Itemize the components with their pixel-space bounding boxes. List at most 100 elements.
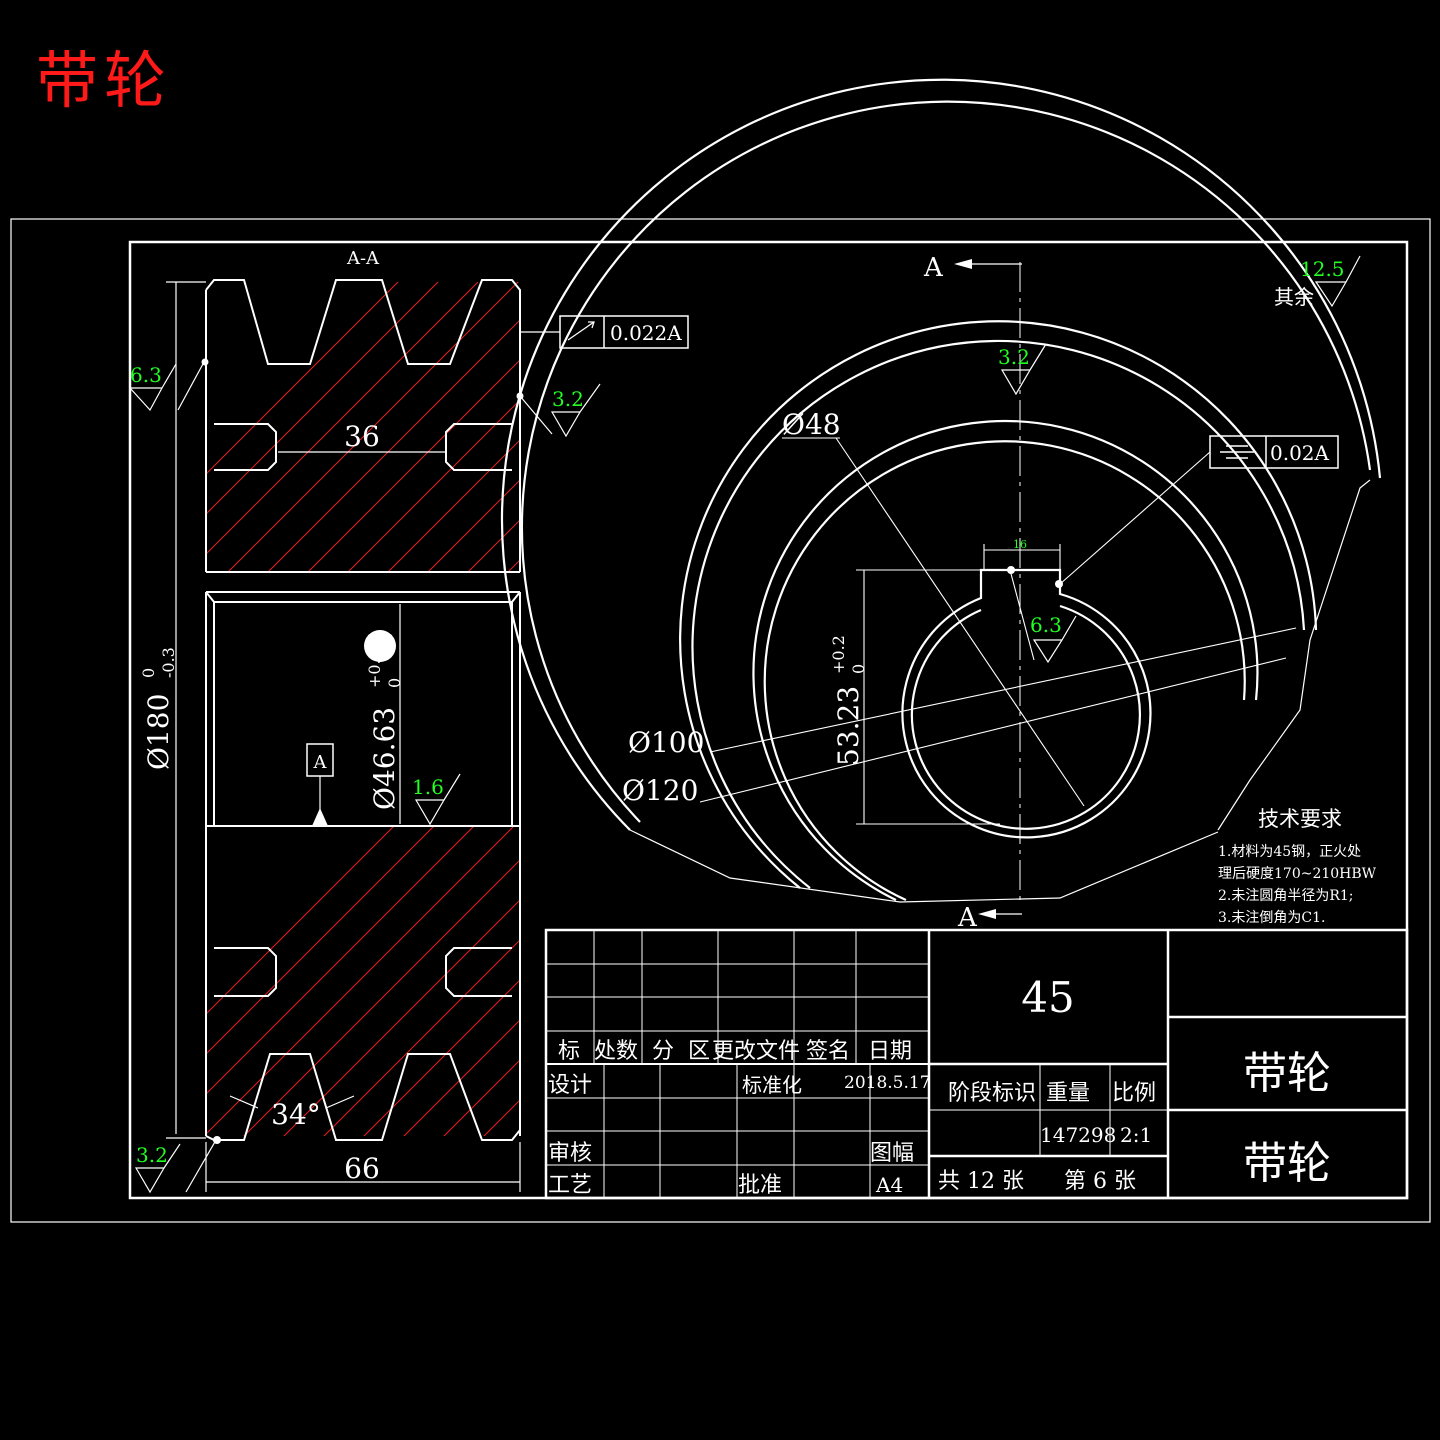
section-dims xyxy=(166,281,560,1192)
roughness-3-2-right: 3.2 xyxy=(552,387,584,411)
front-dims xyxy=(699,437,1297,825)
roughness-1-6: 1.6 xyxy=(412,775,444,799)
tech-req-item: 理后硬度170~210HBW xyxy=(1218,866,1377,882)
roughness-3-2-bottom: 3.2 xyxy=(136,1143,168,1167)
recess-bottom xyxy=(214,947,512,997)
roughness-symbol-key xyxy=(1032,615,1077,664)
dim-d48: Ø48 xyxy=(782,408,841,441)
sheet-size: A4 xyxy=(875,1173,903,1197)
weight-label: 重量 xyxy=(1046,1081,1090,1106)
dim-outer-diameter: Ø180 0 -0.3 xyxy=(139,647,178,770)
bore-outline xyxy=(205,591,521,826)
roughness-other-label: 其余 xyxy=(1274,285,1314,309)
sheet-total: 共 12 张 xyxy=(938,1169,1024,1194)
web-arc-1 xyxy=(752,419,1259,901)
bore-marker xyxy=(364,630,396,662)
scale-value: 2:1 xyxy=(1120,1123,1152,1147)
rev-header: 更改文件 xyxy=(712,1039,800,1064)
dim-keyway-depth: 53.23 +0.2 0 xyxy=(829,635,868,766)
material-value: 45 xyxy=(1021,973,1074,1022)
datum-box xyxy=(306,743,334,777)
dim-keyway-width: 16 xyxy=(1013,538,1027,551)
roughness-symbol-bore xyxy=(414,773,461,826)
sheet-number: 第 6 张 xyxy=(1064,1169,1136,1194)
front-view xyxy=(500,78,1382,902)
svg-text:Ø46.63: Ø46.63 xyxy=(368,707,401,810)
tech-req-item: 3.未注倒角为C1. xyxy=(1218,910,1325,926)
keyway-tol-lower: 0 xyxy=(849,664,868,674)
rev-header: 签名 xyxy=(806,1039,850,1064)
part-name: 带轮 xyxy=(1243,1048,1331,1099)
design-date: 2018.5.17 xyxy=(844,1073,931,1093)
roughness-symbol-right xyxy=(550,383,601,438)
outer-rim-arc-2 xyxy=(520,100,1372,823)
design-label: 设计 xyxy=(548,1073,592,1098)
roughness-symbol-top xyxy=(1000,343,1047,396)
outer-rim-arc-1 xyxy=(500,78,1382,831)
recess-top xyxy=(214,423,512,471)
datum-triangle xyxy=(312,808,328,826)
dim-bore-diameter: Ø46.63 +0.0 0 xyxy=(365,649,404,810)
break-line-bottom xyxy=(629,829,1219,903)
roughness-6-3-key: 6.3 xyxy=(1030,613,1062,637)
outer-frame xyxy=(10,218,1431,1223)
sheet-size-label: 图幅 xyxy=(870,1141,914,1166)
rev-header: 处数 xyxy=(594,1039,638,1064)
roughness-symbol-bottom xyxy=(134,1143,181,1194)
weight-value: 147298 xyxy=(1040,1123,1116,1147)
dim-d120: Ø120 xyxy=(622,774,698,807)
roughness-6-3-left: 6.3 xyxy=(130,363,162,387)
title-block xyxy=(544,928,1409,1200)
bore-keyway-outer xyxy=(901,568,1152,839)
dim-groove-angle: 34° xyxy=(271,1098,321,1131)
roughness-12-5: 12.5 xyxy=(1300,257,1345,281)
dim-groove-pitch: 36 xyxy=(344,420,380,453)
runout-value: 0.022A xyxy=(610,321,682,345)
roughness-3-2-top: 3.2 xyxy=(998,345,1030,369)
bottom-rim-outline xyxy=(205,1053,521,1141)
symmetry-frame xyxy=(1209,435,1339,469)
svg-text:53.23: 53.23 xyxy=(832,686,865,766)
tech-req-item: 2.未注圆角半径为R1; xyxy=(1218,888,1354,904)
roughness-symbol-left xyxy=(129,363,177,412)
keyway-tol-upper: +0.2 xyxy=(829,635,848,674)
stage-mark-label: 阶段标识 xyxy=(948,1081,1036,1106)
datum-label: A xyxy=(313,752,328,773)
section-label: A-A xyxy=(346,248,380,269)
rev-header: 标 xyxy=(558,1039,580,1064)
symmetry-icon xyxy=(1220,445,1254,459)
hub-arc-1 xyxy=(679,320,1318,889)
section-mark-top: A xyxy=(923,253,944,283)
drawing-name: 带轮 xyxy=(1243,1138,1331,1189)
web-arc-2 xyxy=(763,440,1246,902)
bore-inner xyxy=(910,604,1141,830)
roughness-symbol-other xyxy=(1314,255,1361,308)
bore-tol-lower: 0 xyxy=(385,678,404,688)
svg-text:Ø180: Ø180 xyxy=(142,694,175,770)
hatch-bottom xyxy=(206,826,520,1136)
dim-width: 66 xyxy=(344,1152,380,1185)
outer-tol-upper: 0 xyxy=(139,668,158,678)
tech-req-title: 技术要求 xyxy=(1258,807,1342,831)
section-mark-bottom: A xyxy=(957,903,978,933)
runout-frame xyxy=(559,315,689,349)
process-label: 工艺 xyxy=(548,1173,592,1198)
outer-tol-lower: -0.3 xyxy=(159,647,178,678)
runout-icon xyxy=(567,321,595,341)
tech-req-item: 1.材料为45钢，正火处 xyxy=(1218,844,1361,860)
hatch-top xyxy=(206,282,520,572)
rev-header: 区 xyxy=(688,1039,710,1064)
approve-label: 批准 xyxy=(738,1173,782,1198)
break-line-right xyxy=(1217,479,1371,831)
top-rim-outline xyxy=(205,279,521,572)
rev-header: 分 xyxy=(652,1039,674,1064)
section-view xyxy=(205,279,521,1141)
dim-d100: Ø100 xyxy=(628,726,704,759)
review-label: 审核 xyxy=(548,1141,592,1166)
page-title: 带轮 xyxy=(36,44,173,117)
scale-label: 比例 xyxy=(1112,1081,1156,1106)
rev-header: 日期 xyxy=(868,1039,912,1064)
symmetry-value: 0.02A xyxy=(1270,441,1330,465)
standardization-label: 标准化 xyxy=(742,1073,802,1097)
